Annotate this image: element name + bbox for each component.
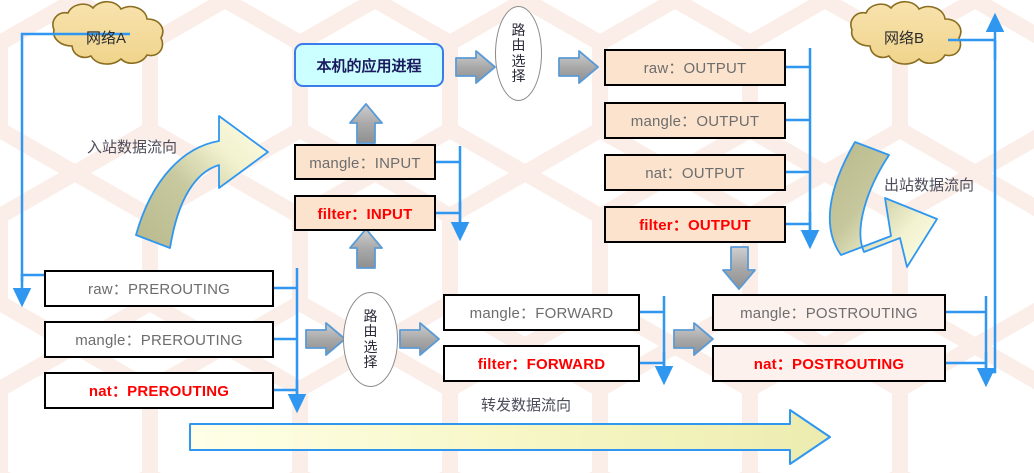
chain-box-nat-prerouting[interactable]: nat：PREROUTING	[44, 372, 274, 409]
chain-label: raw：PREROUTING	[88, 281, 230, 298]
routing-decision-bottom-char-0: 路	[363, 308, 378, 325]
chain-box-mangle-prerouting[interactable]: mangle：PREROUTING	[44, 321, 274, 358]
wire-output-rail	[786, 48, 820, 250]
inbound-flow-label: 入站数据流向	[87, 139, 178, 156]
chain-label: mangle：OUTPUT	[630, 113, 760, 130]
forward-flow-label: 转发数据流向	[481, 397, 572, 414]
arrow-down-output-to-postrouting	[722, 246, 756, 290]
chain-box-nat-postrouting[interactable]: nat：POSTROUTING	[712, 345, 946, 382]
routing-decision-bottom-char-2: 选	[363, 338, 378, 355]
outbound-flow-arrow	[828, 141, 938, 268]
chain-label: mangle：POSTROUTING	[740, 305, 918, 322]
wire-networka-to-prerouting	[12, 32, 130, 308]
wire-postrouting-to-networkb	[946, 12, 1005, 388]
chain-box-mangle-input[interactable]: mangle：INPUT	[294, 144, 436, 180]
routing-decision-top-char-0: 路	[511, 22, 526, 39]
routing-decision-top-char-1: 由	[511, 37, 526, 54]
forward-flow-arrow	[189, 409, 831, 465]
chain-label: nat：PREROUTING	[88, 383, 230, 400]
routing-decision-top-char-2: 选	[511, 52, 526, 69]
cloud-label-network-a: 网络A	[86, 30, 127, 47]
outbound-flow-label: 出站数据流向	[884, 177, 975, 194]
wire-prerouting-rail	[274, 268, 307, 414]
chain-box-raw-prerouting[interactable]: raw：PREROUTING	[44, 270, 274, 307]
chain-box-filter-input[interactable]: filter：INPUT	[294, 195, 436, 231]
chain-label: filter：INPUT	[317, 205, 413, 223]
chain-box-nat-output[interactable]: nat：OUTPUT	[604, 154, 786, 191]
arrow-routing-decision-to-forward	[399, 322, 440, 356]
app-process-box[interactable]: 本机的应用进程	[294, 43, 444, 87]
routing-decision-top[interactable]: 路 由 选 择	[495, 6, 542, 101]
chain-box-filter-forward[interactable]: filter：FORWARD	[443, 345, 640, 382]
chain-label: raw：OUTPUT	[643, 60, 747, 77]
routing-decision-bottom[interactable]: 路 由 选 择	[343, 292, 398, 387]
routing-decision-bottom-char-1: 由	[363, 323, 378, 340]
chain-label: filter：FORWARD	[477, 356, 606, 373]
chain-label: filter：OUTPUT	[639, 217, 751, 234]
arrow-routing-top-to-output	[558, 50, 599, 84]
arrow-prerouting-to-routing-decision	[305, 322, 346, 356]
chain-label: mangle：PREROUTING	[75, 332, 243, 349]
chain-box-raw-output[interactable]: raw：OUTPUT	[604, 49, 786, 86]
arrow-up-into-app-process	[349, 103, 383, 144]
chain-box-mangle-forward[interactable]: mangle：FORWARD	[443, 294, 640, 331]
wire-input-rail	[436, 146, 470, 242]
chain-box-mangle-output[interactable]: mangle：OUTPUT	[604, 102, 786, 139]
chain-label: nat：POSTROUTING	[753, 356, 905, 373]
arrow-up-into-filter-input	[349, 228, 383, 269]
app-process-label: 本机的应用进程	[316, 57, 422, 75]
wire-forward-rail	[640, 296, 674, 386]
chain-label: mangle：FORWARD	[469, 305, 614, 322]
chain-label: nat：OUTPUT	[645, 165, 745, 182]
arrow-app-to-routing-top	[455, 50, 496, 84]
routing-decision-top-char-3: 择	[511, 67, 526, 84]
chain-box-filter-output[interactable]: filter：OUTPUT	[604, 206, 786, 243]
cloud-label-network-b: 网络B	[884, 30, 925, 47]
arrow-forward-to-postrouting	[673, 322, 714, 356]
chain-box-mangle-postrouting[interactable]: mangle：POSTROUTING	[712, 294, 946, 331]
chain-label: mangle：INPUT	[309, 154, 421, 172]
routing-decision-bottom-char-3: 择	[363, 353, 378, 370]
